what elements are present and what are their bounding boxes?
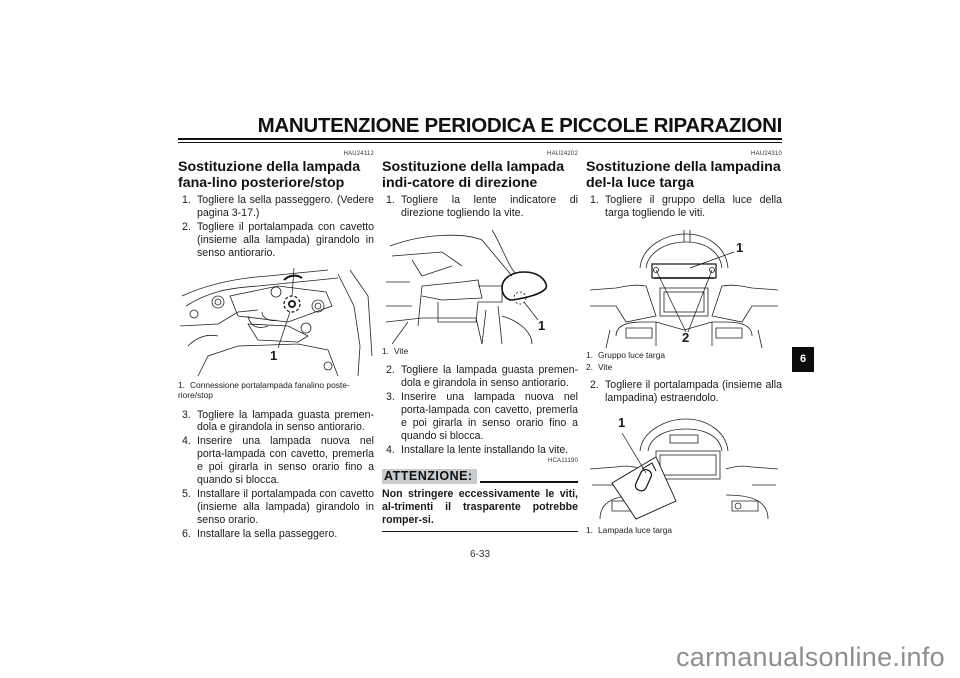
figure-caption: 1.Connessione portalampada fanalino post… bbox=[178, 380, 374, 401]
figure-callout-2: 2 bbox=[682, 329, 690, 345]
license-bulb-illustration bbox=[589, 418, 779, 520]
section-tail-light: HAU24112 Sostituzione della lampada fana… bbox=[178, 151, 374, 542]
caption-text: Vite bbox=[394, 345, 409, 356]
steps-list: 2. Togliere il portalampada (insieme alla… bbox=[586, 379, 782, 405]
caption-number: 1. bbox=[382, 345, 389, 356]
step-number: 5. bbox=[182, 487, 191, 500]
warning-text: Non stringere eccessivamente le viti, al… bbox=[382, 487, 578, 526]
caption-number: 2. bbox=[586, 362, 593, 373]
figure-callout-1: 1 bbox=[736, 239, 744, 255]
header-rule-thin bbox=[178, 142, 782, 143]
step-item: 4. Inserire una lampada nuova nel porta-l… bbox=[178, 435, 374, 487]
figure-license-light: 1 2 bbox=[586, 226, 782, 348]
step-item: 1. Togliere la sella passeggero. (Vedere … bbox=[178, 194, 374, 220]
step-number: 2. bbox=[590, 378, 599, 391]
license-light-illustration bbox=[589, 229, 779, 348]
warning-code: HCA11190 bbox=[547, 457, 578, 464]
step-item: 2. Togliere il portalampada (insieme alla… bbox=[586, 379, 782, 405]
step-text: Togliere il portalampada con cavetto (in… bbox=[197, 220, 374, 259]
step-text: Inserire una lampada nuova nel porta-lam… bbox=[401, 391, 578, 442]
step-text: Inserire una lampada nuova nel porta-lam… bbox=[197, 435, 374, 487]
step-text: Installare il portalampada con cavetto (… bbox=[197, 487, 374, 526]
chapter-tab: 6 bbox=[792, 347, 814, 372]
step-item: 2. Togliere il portalampada con cavetto (… bbox=[178, 221, 374, 260]
caption-text: Vite bbox=[598, 362, 613, 373]
steps-list: 1. Togliere la sella passeggero. (Vedere … bbox=[178, 194, 374, 260]
figure-callout: 1 bbox=[538, 317, 546, 333]
watermark: carmanualsonline.info bbox=[676, 642, 945, 672]
turn-signal-illustration bbox=[385, 229, 548, 344]
figure-callout: 1 bbox=[618, 414, 626, 430]
step-number: 1. bbox=[386, 194, 395, 206]
section-title: Sostituzione della lampadina del-la luce… bbox=[586, 159, 781, 191]
step-number: 1. bbox=[182, 194, 191, 206]
figure-caption: 1. Gruppo luce targa bbox=[586, 350, 782, 361]
page-number: 6-33 bbox=[469, 549, 490, 560]
step-number: 3. bbox=[182, 408, 191, 421]
step-number: 2. bbox=[182, 220, 191, 233]
step-number: 4. bbox=[182, 435, 191, 448]
step-text: Togliere la sella passeggero. (Vedere pa… bbox=[197, 194, 374, 219]
step-text: Togliere la lente indicatore di direzion… bbox=[401, 194, 578, 219]
section-code: HAU24310 bbox=[751, 151, 782, 157]
figure-turn-signal: 1 bbox=[382, 226, 578, 344]
steps-list: 3. Togliere la lampada guasta premen-dola… bbox=[178, 409, 374, 541]
step-item: 2. Togliere la lampada guasta premen-dola… bbox=[382, 364, 578, 390]
warning-label: ATTENZIONE: bbox=[382, 468, 477, 484]
section-code: HAU24112 bbox=[343, 151, 374, 157]
figure-callout: 1 bbox=[270, 347, 278, 363]
tail-light-illustration bbox=[179, 267, 373, 376]
step-item: 4. Installare la lente installando la vit… bbox=[382, 444, 578, 457]
figure-tail-light-socket: 1 bbox=[178, 266, 374, 378]
steps-list: 1. Togliere il gruppo della luce della ta… bbox=[586, 194, 782, 220]
page-title: MANUTENZIONE PERIODICA E PICCOLE RIPARAZ… bbox=[257, 114, 783, 137]
warning-rule bbox=[479, 480, 578, 483]
steps-list: 1. Togliere la lente indicatore di direzi… bbox=[382, 194, 578, 220]
step-text: Togliere la lampada guasta premen-dola e… bbox=[401, 364, 578, 390]
step-item: 3. Togliere la lampada guasta premen-dola… bbox=[178, 409, 374, 435]
step-text: Togliere il portalampada (insieme alla l… bbox=[605, 378, 782, 404]
warning-header: ATTENZIONE: bbox=[382, 468, 578, 484]
warning-end-rule bbox=[382, 530, 578, 533]
step-text: Installare la lente installando la vite. bbox=[401, 443, 569, 456]
section-turn-signal: HAU24202 Sostituzione della lampada indi… bbox=[382, 151, 578, 533]
step-number: 1. bbox=[590, 194, 599, 206]
section-title: Sostituzione della lampada indi-catore d… bbox=[382, 159, 565, 191]
step-item: 3. Inserire una lampada nuova nel porta-l… bbox=[382, 391, 578, 443]
figure-caption: 2. Vite bbox=[586, 362, 782, 373]
step-number: 4. bbox=[386, 443, 395, 456]
figure-license-bulb: 1 bbox=[586, 411, 782, 523]
header-rule-thick bbox=[178, 138, 782, 140]
caption-number: 1. bbox=[586, 349, 593, 360]
section-license-light: HAU24310 Sostituzione della lampadina de… bbox=[586, 151, 782, 537]
caption-text: Connessione portalampada fanalino poste-… bbox=[178, 379, 350, 401]
step-number: 3. bbox=[386, 391, 395, 404]
section-code: HAU24202 bbox=[547, 151, 578, 157]
step-item: 1. Togliere la lente indicatore di direzi… bbox=[382, 194, 578, 220]
step-number: 2. bbox=[386, 364, 395, 377]
step-number: 6. bbox=[182, 527, 191, 540]
step-text: Togliere la lampada guasta premen-dola e… bbox=[197, 408, 374, 434]
step-text: Togliere il gruppo della luce della targ… bbox=[605, 194, 782, 219]
caption-number: 1. bbox=[586, 524, 593, 535]
caption-text: Lampada luce targa bbox=[598, 524, 673, 535]
steps-list: 2. Togliere la lampada guasta premen-dola… bbox=[382, 364, 578, 456]
step-item: 6. Installare la sella passeggero. bbox=[178, 528, 374, 541]
figure-caption: 1. Lampada luce targa bbox=[586, 525, 782, 536]
caption-text: Gruppo luce targa bbox=[598, 349, 666, 360]
figure-caption: 1. Vite bbox=[382, 346, 578, 357]
caption-number: 1. bbox=[178, 379, 185, 390]
step-item: 5. Installare il portalampada con cavetto… bbox=[178, 488, 374, 527]
step-text: Installare la sella passeggero. bbox=[197, 527, 338, 540]
section-title: Sostituzione della lampada fana-lino pos… bbox=[178, 159, 361, 191]
step-item: 1. Togliere il gruppo della luce della ta… bbox=[586, 194, 782, 220]
